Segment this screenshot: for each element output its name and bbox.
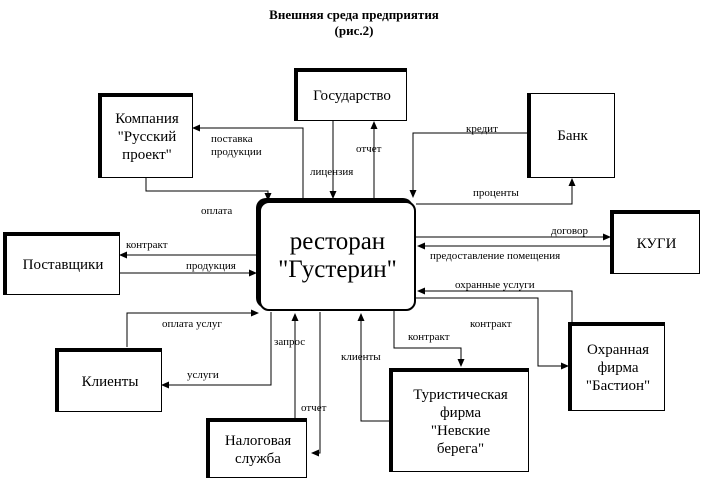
payment-arrow — [145, 177, 272, 201]
products-label: продукция — [186, 260, 236, 272]
suppliers-box: Поставщики — [3, 232, 120, 295]
report-tax-arrow — [311, 312, 321, 457]
supply-products-arrow — [192, 124, 304, 200]
credit-label: кредит — [466, 123, 498, 135]
report-state-label: отчет — [356, 143, 382, 155]
contract-kugi-label: договор — [551, 225, 588, 237]
contract-security-label: контракт — [470, 318, 512, 330]
interest-arrow — [416, 178, 576, 205]
security-services-label: охранные услуги — [455, 279, 535, 291]
clients-flow-arrow — [357, 313, 389, 422]
clients-box: Клиенты — [55, 348, 162, 412]
supply-products-label: поставка продукции — [211, 133, 262, 158]
company-box: Компания "Русский проект" — [98, 93, 193, 178]
clients-flow-label: клиенты — [341, 351, 381, 363]
diagram-title: Внешняя среда предприятия — [269, 7, 439, 22]
services-label: услуги — [187, 369, 219, 381]
report-tax-label: отчет — [301, 402, 327, 414]
diagram-subtitle: (рис.2) — [334, 23, 374, 38]
kugi-box: КУГИ — [610, 210, 700, 274]
bank-box: Банк — [527, 93, 615, 178]
contract-tour-label: контракт — [408, 331, 450, 343]
services-arrow — [161, 312, 272, 389]
state-box: Государство — [294, 68, 407, 121]
payment-services-arrow — [126, 309, 259, 347]
premises-label: предоставление помещения — [430, 250, 561, 262]
tax-service-box: Налоговая служба — [206, 418, 307, 478]
license-label: лицензия — [310, 166, 354, 178]
security-firm-box: Охранная фирма "Бастион" — [568, 322, 665, 411]
tour-firm-box: Туристическая фирма "Невские берега" — [389, 368, 529, 472]
contract-security-arrow — [416, 297, 569, 370]
security-services-arrow — [417, 287, 573, 322]
payment-services-label: оплата услуг — [162, 318, 222, 330]
payment-label: оплата — [201, 205, 233, 217]
restaurant-box: ресторан "Густерин" — [259, 201, 416, 311]
interest-label: проценты — [473, 187, 519, 199]
credit-arrow — [409, 132, 527, 198]
contract-suppliers-label: контракт — [126, 239, 168, 251]
request-label: запрос — [274, 336, 306, 348]
contract-tour-arrow — [393, 310, 465, 367]
